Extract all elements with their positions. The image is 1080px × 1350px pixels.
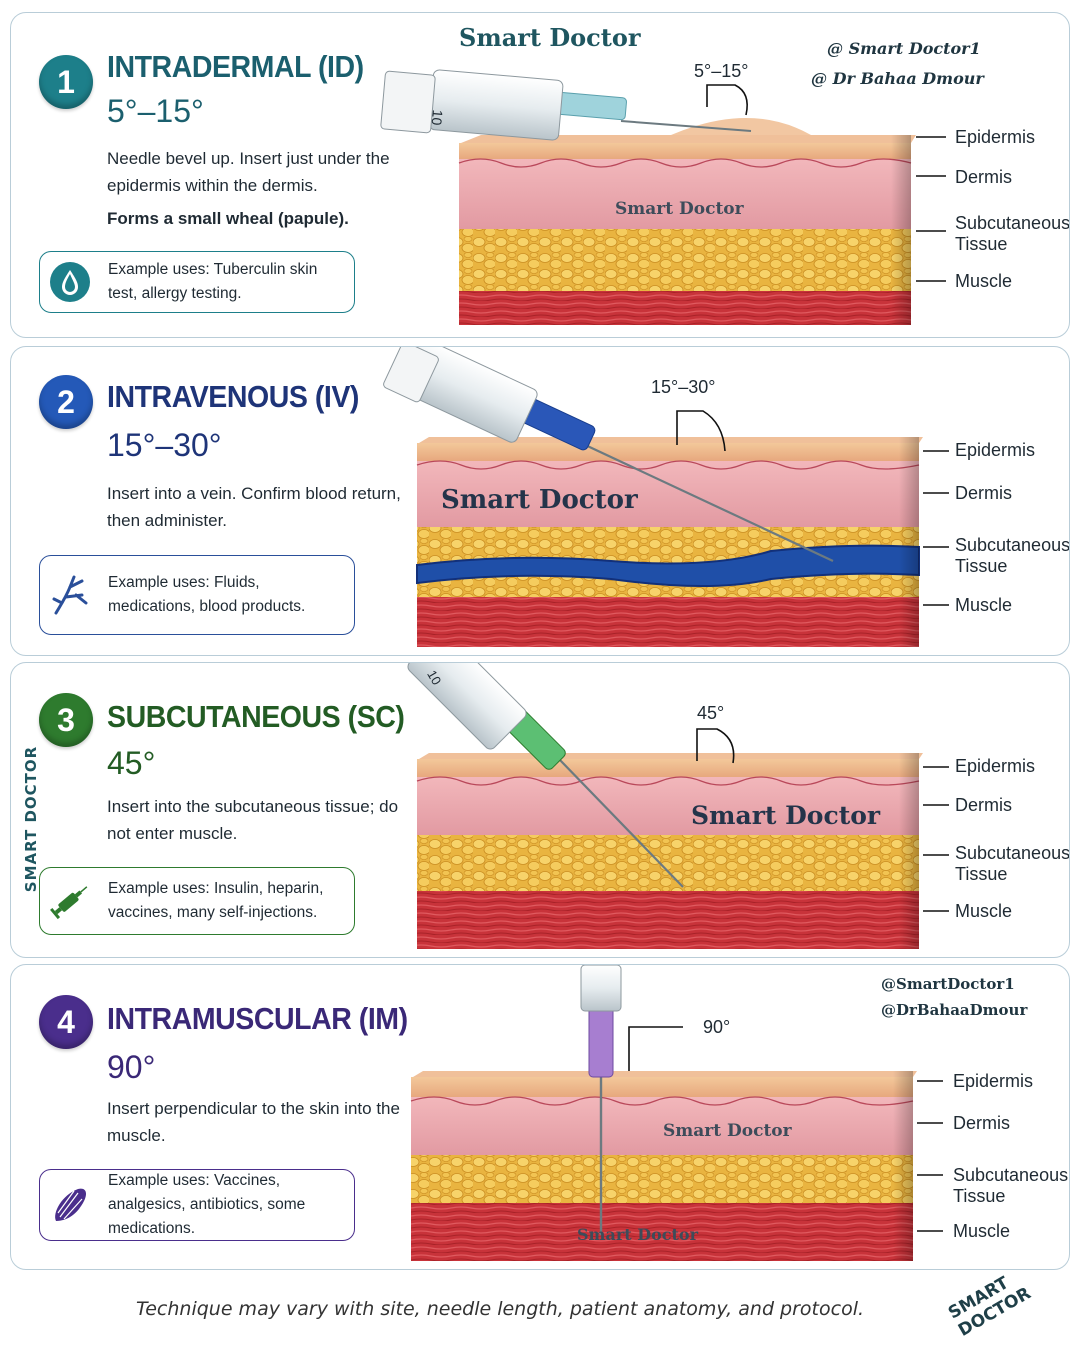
step-number-badge: 3	[39, 693, 93, 747]
angle-label: 15°–30°	[651, 377, 716, 397]
route-angle: 90°	[107, 1049, 156, 1085]
example-uses-text: Example uses: Vaccines, analgesics, anti…	[108, 1172, 306, 1237]
social-handle: @ Smart Doctor1	[827, 39, 981, 58]
step-number-badge: 4	[39, 995, 93, 1049]
papule-bump	[671, 118, 811, 135]
angle-marker	[628, 1026, 683, 1071]
route-title: INTRADERMAL (ID)	[107, 49, 364, 84]
syringe	[580, 965, 622, 1235]
label-dermis: Dermis	[955, 795, 1012, 815]
panel-subcutaneous: 3 SUBCUTANEOUS (SC) 45° Insert into the …	[10, 662, 1070, 958]
label-muscle: Muscle	[955, 271, 1013, 291]
social-handle: @SmartDoctor1	[881, 975, 1015, 993]
route-title: INTRAMUSCULAR (IM)	[107, 1001, 408, 1036]
route-description: Needle bevel up. Insert just under the e…	[107, 149, 390, 195]
route-title: SUBCUTANEOUS (SC)	[107, 699, 405, 734]
label-epidermis: Epidermis	[955, 440, 1036, 460]
syringe	[380, 69, 752, 141]
label-subcutaneous: Subcutaneous	[955, 213, 1070, 233]
angle-label: 45°	[697, 703, 725, 723]
label-dermis: Dermis	[953, 1113, 1010, 1133]
route-title: INTRAVENOUS (IV)	[107, 379, 359, 414]
example-uses-box: Example uses: Tuberculin skin test, alle…	[39, 251, 355, 313]
panel-intradermal: 1 INTRADERMAL (ID) 5°–15° Needle bevel u…	[10, 12, 1070, 338]
droplet-icon	[50, 262, 90, 302]
panel-intramuscular: 4 INTRAMUSCULAR (IM) 90° Insert perpendi…	[10, 964, 1070, 1270]
example-uses-box: Example uses: Fluids, medications, blood…	[39, 555, 355, 635]
skin-diagram-intramuscular	[410, 965, 943, 1261]
syringe-icon	[50, 886, 88, 920]
social-handle: @DrBahaaDmour	[881, 1001, 1028, 1019]
route-angle: 15°–30°	[107, 427, 222, 463]
syringe	[407, 663, 684, 888]
label-tissue: Tissue	[955, 556, 1008, 576]
step-number-badge: 2	[39, 375, 93, 429]
skin-diagram-intravenous	[383, 347, 949, 647]
brand-watermark-muscle: Smart Doctor	[577, 1225, 699, 1244]
syringe-mark: 10	[428, 109, 446, 127]
label-dermis: Dermis	[955, 483, 1012, 503]
syringe	[383, 347, 834, 562]
label-subcutaneous: Subcutaneous	[955, 843, 1070, 863]
muscle-icon	[55, 1188, 86, 1221]
step-number-badge: 1	[39, 55, 93, 109]
route-angle: 45°	[107, 745, 156, 781]
skin-diagram-intradermal	[380, 69, 946, 325]
route-angle: 5°–15°	[107, 93, 204, 129]
label-tissue: Tissue	[955, 234, 1008, 254]
angle-label: 90°	[703, 1017, 731, 1037]
tissue-block	[458, 118, 916, 325]
label-tissue: Tissue	[955, 864, 1008, 884]
label-epidermis: Epidermis	[955, 127, 1036, 147]
brand-watermark-tissue: Smart Doctor	[691, 801, 881, 830]
example-uses-text: Example uses: Tuberculin skin test, alle…	[108, 261, 318, 302]
example-uses-box: Example uses: Insulin, heparin, vaccines…	[39, 867, 355, 935]
route-description: Insert perpendicular to the skin into th…	[107, 1099, 400, 1145]
brand-watermark: Smart Doctor	[459, 23, 641, 52]
route-description-bold: Forms a small wheal (papule).	[107, 209, 349, 228]
angle-marker	[696, 728, 735, 764]
tissue-block	[410, 1071, 917, 1261]
label-dermis: Dermis	[955, 167, 1012, 187]
footer-note: Technique may vary with site, needle len…	[135, 1298, 865, 1320]
brand-watermark-tissue: Smart Doctor	[663, 1121, 792, 1141]
route-description: Insert into a vein. Confirm blood return…	[107, 484, 401, 530]
label-tissue: Tissue	[953, 1186, 1006, 1206]
social-handle: @ Dr Bahaa Dmour	[811, 69, 984, 88]
example-uses-text: Example uses: Insulin, heparin, vaccines…	[108, 880, 324, 921]
label-subcutaneous: Subcutaneous	[953, 1165, 1069, 1185]
route-description: Insert into the subcutaneous tissue; do …	[107, 797, 399, 843]
example-uses-box: Example uses: Vaccines, analgesics, anti…	[39, 1169, 355, 1241]
angle-label: 5°–15°	[694, 61, 749, 81]
tissue-block	[416, 753, 923, 949]
label-epidermis: Epidermis	[955, 756, 1036, 776]
label-epidermis: Epidermis	[953, 1071, 1034, 1091]
brand-watermark-tissue: Smart Doctor	[441, 485, 638, 515]
brand-watermark-tissue: Smart Doctor	[615, 199, 744, 219]
skin-diagram-subcutaneous	[407, 663, 949, 949]
vein-icon	[52, 575, 88, 615]
side-brand-vertical: SMART DOCTOR	[22, 745, 41, 893]
label-muscle: Muscle	[955, 595, 1013, 615]
label-muscle: Muscle	[955, 901, 1013, 921]
panel-intravenous: 2 INTRAVENOUS (IV) 15°–30° Insert into a…	[10, 346, 1070, 656]
tissue-block	[416, 437, 923, 647]
angle-marker	[676, 410, 726, 452]
angle-marker	[706, 84, 748, 116]
example-uses-text: Example uses: Fluids, medications, blood…	[108, 574, 306, 615]
label-subcutaneous: Subcutaneous	[955, 535, 1070, 555]
label-muscle: Muscle	[953, 1221, 1011, 1241]
